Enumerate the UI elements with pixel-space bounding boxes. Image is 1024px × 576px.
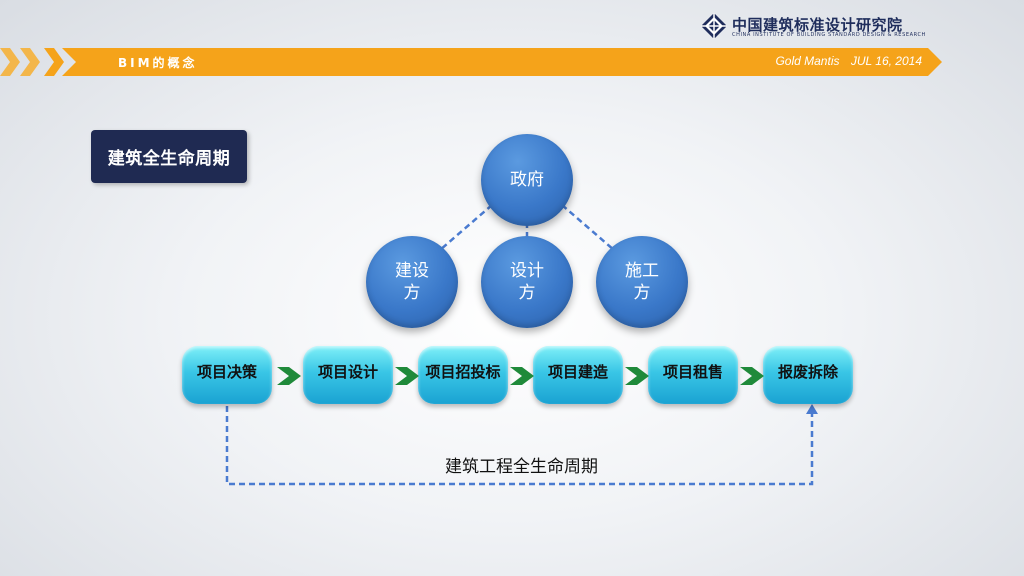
stakeholder-government: 政府 bbox=[481, 134, 573, 226]
chevron-right-icon bbox=[277, 367, 301, 385]
section-title: 建筑全生命周期 bbox=[91, 130, 247, 183]
company-name: Gold Mantis bbox=[775, 54, 840, 68]
step-demolition: 报废拆除 bbox=[763, 346, 853, 404]
logo-emblem-icon bbox=[701, 13, 727, 39]
stakeholder-designer: 设计方 bbox=[481, 236, 573, 328]
stakeholder-designer-label: 设计方 bbox=[510, 261, 544, 303]
stakeholder-contractor-label: 施工方 bbox=[625, 261, 659, 303]
stakeholder-owner: 建设方 bbox=[366, 236, 458, 328]
step-leasing: 项目租售 bbox=[648, 346, 738, 404]
banner-title: BIM的概念 bbox=[118, 56, 198, 70]
step-decision: 项目决策 bbox=[182, 346, 272, 404]
banner-meta: Gold Mantis JUL 16, 2014 bbox=[767, 54, 922, 68]
lifecycle-label: 建筑工程全生命周期 bbox=[445, 457, 598, 477]
step-label: 项目决策 bbox=[196, 362, 257, 381]
institute-logo: 中国建筑标准设计研究院 CHINA INSTITUTE OF BUILDING … bbox=[700, 12, 940, 40]
banner-chevron-icon bbox=[0, 48, 942, 76]
step-design: 项目设计 bbox=[303, 346, 393, 404]
step-label: 项目租售 bbox=[662, 362, 723, 381]
step-construction: 项目建造 bbox=[533, 346, 623, 404]
step-bidding: 项目招投标 bbox=[418, 346, 508, 404]
step-label: 项目招投标 bbox=[425, 362, 501, 381]
logo-chinese-name: 中国建筑标准设计研究院 bbox=[732, 16, 903, 34]
step-label: 报废拆除 bbox=[777, 362, 838, 381]
header-banner: BIM的概念 Gold Mantis JUL 16, 2014 bbox=[0, 48, 944, 76]
step-label: 项目设计 bbox=[317, 362, 378, 381]
chevron-right-icon bbox=[740, 367, 764, 385]
chevron-right-icon bbox=[625, 367, 649, 385]
stakeholder-government-label: 政府 bbox=[510, 170, 544, 190]
logo-english-name: CHINA INSTITUTE OF BUILDING STANDARD DES… bbox=[732, 32, 926, 38]
step-label: 项目建造 bbox=[547, 362, 608, 381]
stakeholder-contractor: 施工方 bbox=[596, 236, 688, 328]
chevron-right-icon bbox=[395, 367, 419, 385]
date-label: JUL 16, 2014 bbox=[850, 54, 922, 68]
chevron-right-icon bbox=[510, 367, 534, 385]
stakeholder-owner-label: 建设方 bbox=[395, 261, 429, 303]
